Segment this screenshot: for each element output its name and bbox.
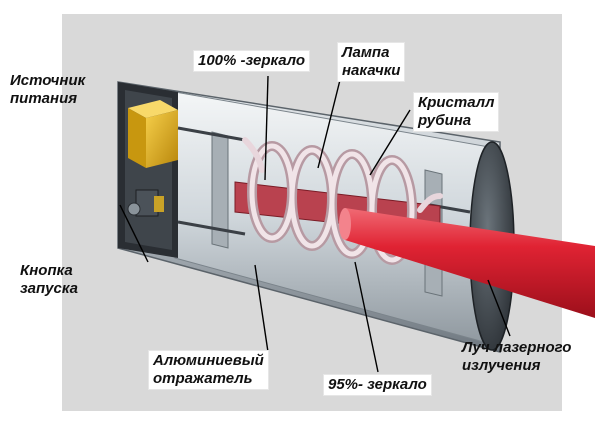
label-power-source-line2: питания [10,90,78,107]
label-laser-beam: Луч лазерного излучения [462,339,571,375]
label-power-source: Источник питания [10,72,85,108]
label-pump-lamp-line2: накачки [342,62,401,79]
pointer-lines [119,75,511,373]
pump-lamp-coil [242,137,443,265]
label-mirror-100: 100% -зеркало [193,50,311,72]
label-start-button-line2: запуска [20,280,78,297]
label-pump-lamp-line1: Лампа [342,44,390,61]
power-source-block [128,100,178,168]
laser-beam [339,208,595,318]
label-ruby-crystal-line2: рубина [418,112,472,129]
label-ruby-crystal: Кристалл рубина [413,92,500,132]
start-button-part [127,189,164,217]
label-power-source-line1: Источник [10,72,86,89]
label-pump-lamp: Лампа накачки [337,42,406,82]
label-aluminum-reflector-line1: Алюминиевый [153,352,264,369]
label-aluminum-reflector: Алюминиевый отражатель [148,350,269,390]
label-mirror-95: 95%- зеркало [323,374,432,396]
label-aluminum-reflector-line2: отражатель [153,370,253,387]
label-start-button-line1: Кнопка [20,262,73,279]
label-start-button: Кнопка запуска [20,262,78,298]
label-ruby-crystal-line1: Кристалл [418,94,495,111]
label-laser-beam-line1: Луч лазерного [462,339,572,356]
label-laser-beam-line2: излучения [462,357,541,374]
